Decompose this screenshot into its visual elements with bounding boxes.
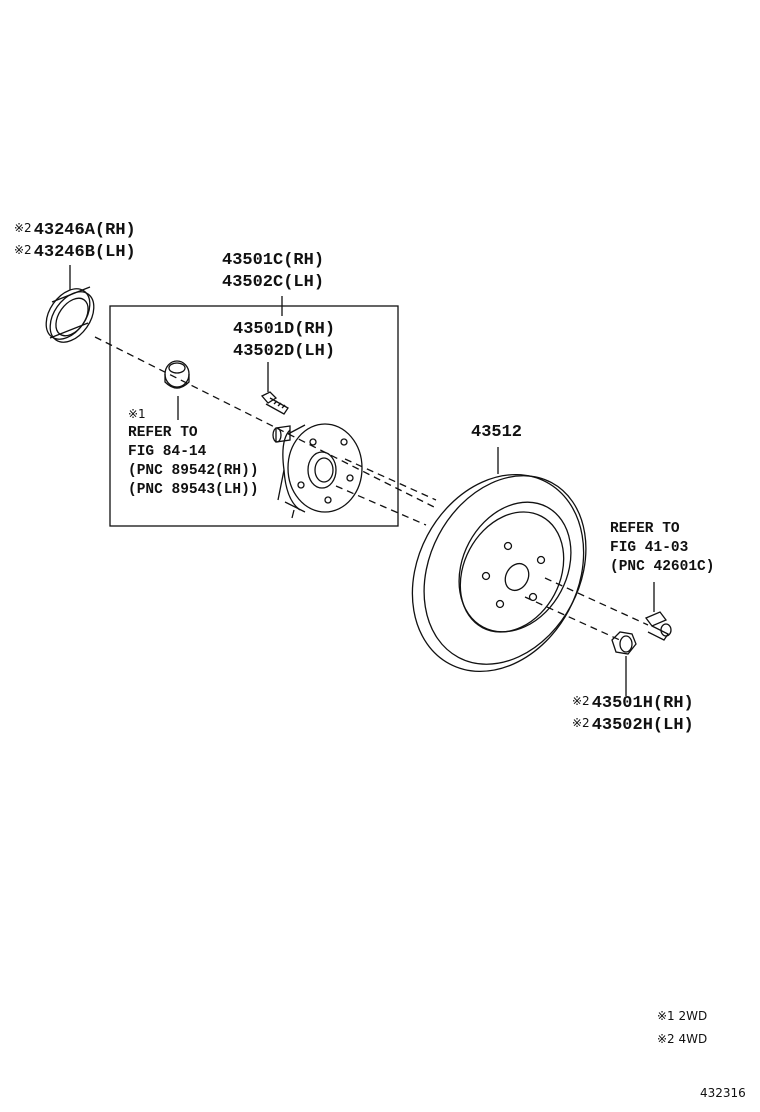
- sensor-part: [164, 360, 190, 389]
- hub-bolt-part: [260, 391, 289, 415]
- seal-lh-mark: ※2: [14, 243, 32, 257]
- footnote-2wd: ※1 2WD: [657, 1009, 707, 1023]
- nut-rh-part-number: 43501H(RH): [591, 694, 694, 713]
- hub-nut-part: [611, 631, 637, 655]
- sensor-refer-line2: FIG 84-14: [128, 444, 207, 460]
- nut-lh-part-number: 43502H(LH): [591, 716, 694, 735]
- footnote-2wd-text: 2WD: [678, 1009, 708, 1023]
- hub-lh-label: 43502C(LH): [222, 273, 325, 292]
- seal-rh-part-number: 43246A(RH): [33, 221, 136, 240]
- bolt-lh-label: 43502D(LH): [233, 342, 336, 361]
- hub-assembly-box: [109, 305, 399, 527]
- sensor-refer-line1: REFER TO: [128, 425, 198, 441]
- sensor-refer-line3: (PNC 89542(RH)): [128, 463, 259, 479]
- brake-disc-part: [411, 473, 587, 673]
- hub-assembly-part: [272, 423, 363, 519]
- oil-seal-part: [45, 286, 95, 343]
- figure-number: 432316: [700, 1086, 746, 1100]
- stud-refer-line1: REFER TO: [610, 521, 680, 537]
- nut-rh-mark: ※2: [572, 694, 590, 708]
- disc-label: 43512: [471, 423, 523, 442]
- hub-rh-label: 43501C(RH): [222, 251, 325, 270]
- sensor-refer-line4: (PNC 89543(LH)): [128, 482, 259, 498]
- seal-rh-mark: ※2: [14, 221, 32, 235]
- footnote-4wd-text: 4WD: [678, 1032, 708, 1046]
- bolt-rh-label: 43501D(RH): [233, 320, 336, 339]
- seal-lh-part-number: 43246B(LH): [33, 243, 136, 262]
- sensor-note-mark: ※1: [128, 407, 146, 421]
- footnote-2wd-mark: ※1: [657, 1009, 675, 1023]
- nut-lh-mark: ※2: [572, 716, 590, 730]
- stud-refer-line2: FIG 41-03: [610, 540, 689, 556]
- stud-refer-line3: (PNC 42601C): [610, 559, 715, 575]
- footnote-4wd-mark: ※2: [657, 1032, 675, 1046]
- wheel-stud-part: [644, 611, 672, 641]
- footnote-4wd: ※2 4WD: [657, 1032, 707, 1046]
